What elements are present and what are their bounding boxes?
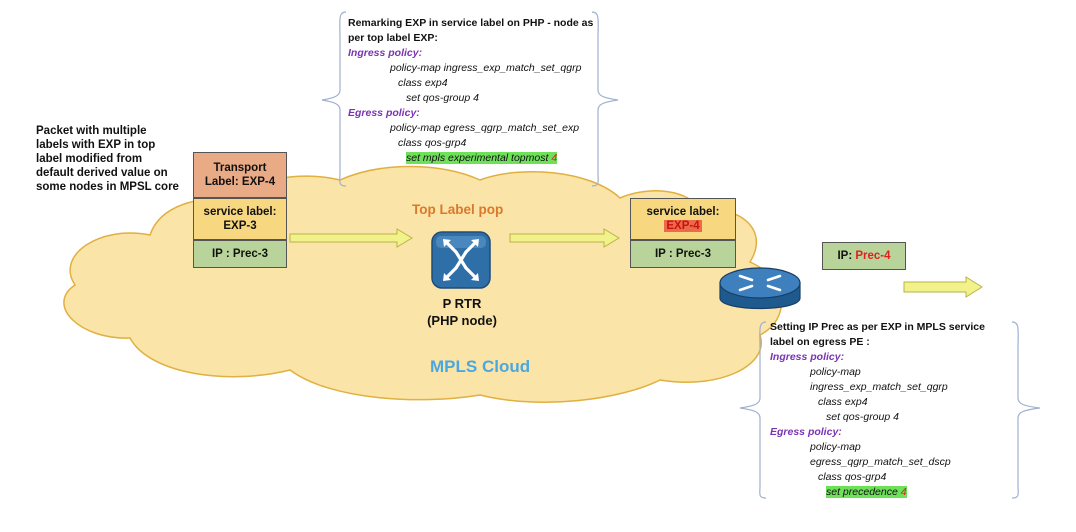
pe-ingress-line: set qos-group 4 xyxy=(826,411,899,423)
pe-egress-set: set precedence 4 xyxy=(826,486,907,498)
php-ingress-line: class exp4 xyxy=(398,77,448,89)
php-policy-title-line: Remarking EXP in service label on PHP - … xyxy=(348,17,594,29)
packet-note-line: label modified from xyxy=(36,153,143,165)
pe-policy-title-line: label on egress PE : xyxy=(770,336,870,348)
transport-label-line: Label: EXP-4 xyxy=(204,176,276,188)
p-router-caption-line: P RTR xyxy=(442,296,482,311)
php-egress-line: class qos-grp4 xyxy=(398,137,467,149)
service-label-box-middle: service label: EXP-4 xyxy=(630,198,736,240)
php-egress-set-text: set mpls experimental topmost xyxy=(406,152,552,164)
pe-egress-set-row: set precedence 4 xyxy=(770,485,985,500)
php-egress-line: policy-map egress_qgrp_match_set_exp xyxy=(390,122,580,134)
packet-note-line: labels with EXP in top xyxy=(36,139,156,151)
service-label-exp-value: EXP-4 xyxy=(664,220,702,232)
php-ingress-heading: Ingress policy: xyxy=(348,47,423,59)
ip-label-box-left: IP : Prec-3 xyxy=(193,240,287,268)
php-policy-box-frame xyxy=(321,11,619,187)
pe-egress-set-value: 4 xyxy=(900,486,907,498)
php-ingress-line: policy-map ingress_exp_match_set_qgrp xyxy=(390,62,582,74)
packet-note-line: Packet with multiple xyxy=(36,125,147,137)
ip-label-box-middle: IP : Prec-3 xyxy=(630,240,736,268)
mpls-cloud-label: MPLS Cloud xyxy=(430,357,531,376)
transport-label-box: Transport Label: EXP-4 xyxy=(193,152,287,198)
packet-note-line: default derived value on xyxy=(36,167,168,179)
p-router-caption-line: (PHP node) xyxy=(427,313,497,328)
ip-label-prec: Prec-4 xyxy=(855,250,891,262)
php-egress-set-value: 4 xyxy=(551,152,558,164)
arrow-3 xyxy=(903,276,983,298)
service-label-line: EXP-3 xyxy=(223,220,257,232)
service-label-line: service label: xyxy=(203,206,277,218)
pe-ingress-line: ingress_exp_match_set_qgrp xyxy=(810,381,948,393)
pe-policy-text: Setting IP Prec as per EXP in MPLS servi… xyxy=(770,320,985,500)
ip-label-prefix: IP: xyxy=(837,250,856,262)
p-router-icon xyxy=(431,231,491,289)
packet-note-line: some nodes in MPSL core xyxy=(36,181,179,193)
php-ingress-line: set qos-group 4 xyxy=(406,92,479,104)
pe-policy-title-line: Setting IP Prec as per EXP in MPLS servi… xyxy=(770,321,985,333)
packet-note: Packet with multiple labels with EXP in … xyxy=(36,124,186,194)
ip-label-box-right: IP: Prec-4 xyxy=(822,242,906,270)
php-egress-set-row: set mpls experimental topmost 4 xyxy=(348,151,593,166)
php-egress-set: set mpls experimental topmost 4 xyxy=(406,152,558,164)
pe-router-icon xyxy=(719,267,801,310)
flow-arrows xyxy=(289,228,983,298)
pe-ingress-heading: Ingress policy: xyxy=(770,351,845,363)
pe-policy-box-frame xyxy=(739,321,1041,499)
service-label-line: service label: xyxy=(646,206,720,218)
pe-egress-heading: Egress policy: xyxy=(770,426,842,438)
arrow-1 xyxy=(289,228,413,248)
service-label-box-left: service label: EXP-3 xyxy=(193,198,287,240)
top-label-pop-text: Top Label pop xyxy=(412,202,504,217)
transport-label-line: Transport xyxy=(213,162,267,174)
ip-label-text: IP : Prec-3 xyxy=(654,248,712,260)
pe-ingress-line: class exp4 xyxy=(818,396,868,408)
pe-egress-set-text: set precedence xyxy=(826,486,901,498)
php-policy-text: Remarking EXP in service label on PHP - … xyxy=(348,16,593,166)
pe-egress-line: egress_qgrp_match_set_dscp xyxy=(810,456,951,468)
php-policy-title-line: per top label EXP: xyxy=(348,32,438,44)
p-router-caption: P RTR (PHP node) xyxy=(414,295,510,329)
pe-ingress-line: policy-map xyxy=(810,366,861,378)
pe-egress-line: class qos-grp4 xyxy=(818,471,887,483)
ip-label-text: IP : Prec-3 xyxy=(211,248,269,260)
arrow-2 xyxy=(509,228,620,248)
pe-egress-line: policy-map xyxy=(810,441,861,453)
service-label-exp: EXP-4 xyxy=(631,219,735,233)
php-egress-heading: Egress policy: xyxy=(348,107,420,119)
